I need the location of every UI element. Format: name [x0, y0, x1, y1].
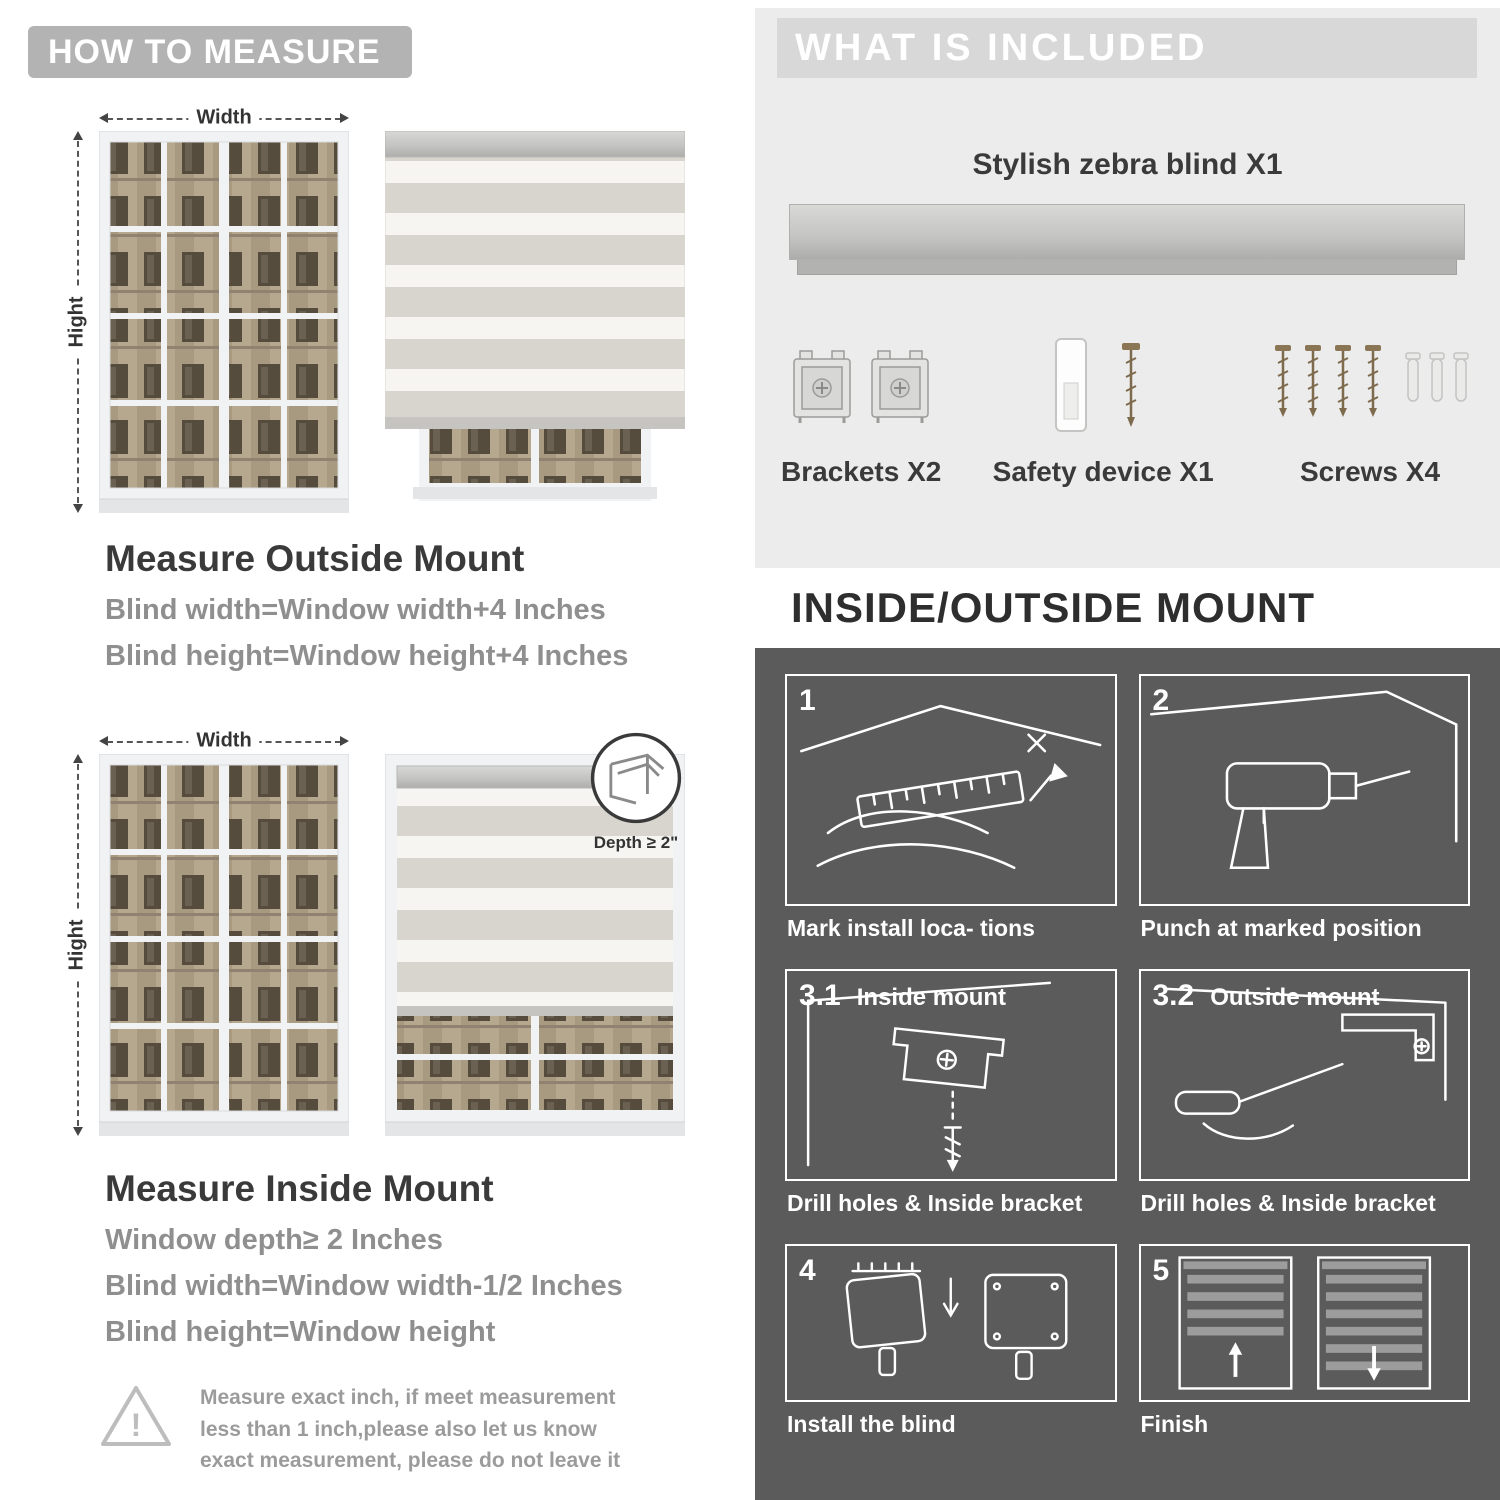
inside-mount-rule-height: Blind height=Window height [105, 1316, 496, 1348]
step-number: 1 [799, 684, 816, 717]
how-to-measure-banner: HOW TO MEASURE [28, 26, 412, 78]
inside-mount-title: Measure Inside Mount [105, 1168, 494, 1209]
included-items-row: Brackets X2 Safety device X1 [781, 326, 1475, 488]
arrow-up-icon [73, 754, 83, 763]
mount-step-2: 2 Punch at marked position [1138, 674, 1470, 945]
svg-text:!: ! [131, 1407, 142, 1443]
safety-device-icon [993, 326, 1214, 448]
inside-mount-illustration: Width Hight [55, 728, 685, 1136]
included-item-safety-device: Safety device X1 [993, 326, 1214, 488]
arrow-right-icon [340, 113, 349, 123]
mount-step-1: 1 Mark instal [785, 674, 1117, 945]
measure-warning: ! Measure exact inch, if meet measuremen… [98, 1382, 668, 1477]
what-is-included-section: WHAT IS INCLUDED Stylish zebra blind X1 [755, 8, 1500, 568]
step-title: Outside mount [1210, 984, 1380, 1011]
mount-steps-grid: 1 Mark instal [755, 648, 1500, 1500]
arrow-left-icon [99, 113, 108, 123]
step-caption: Drill holes & Inside bracket [1140, 1190, 1436, 1216]
step-caption: Install the blind [787, 1411, 956, 1437]
arrow-down-icon [73, 504, 83, 513]
height-label: Hight [65, 911, 89, 979]
width-label: Width [188, 729, 260, 753]
headrail-graphic [789, 204, 1465, 275]
finish-blinds-art [1177, 1256, 1431, 1390]
included-item-brackets: Brackets X2 [781, 326, 941, 488]
mount-step-3-2: 3.2 Outside mount [1138, 969, 1470, 1220]
width-dimension-outside: Width [99, 105, 349, 131]
drill-art [1149, 690, 1457, 870]
depth-label: Depth ≥ 2" [593, 833, 679, 852]
step-title: Inside mount [856, 984, 1007, 1011]
inside-outside-mount-header: INSIDE/OUTSIDE MOUNT [755, 568, 1500, 648]
inside-mount-rule-width: Blind width=Window width-1/2 Inches [105, 1270, 623, 1302]
depth-callout: Depth ≥ 2" [578, 730, 694, 853]
inside-bracket-art [806, 981, 1052, 1172]
mark-locations-art [800, 704, 1102, 870]
height-dimension-outside: Hight [55, 131, 99, 513]
warning-triangle-icon: ! [101, 1386, 171, 1446]
mount-step-5: 5 [1138, 1244, 1470, 1441]
step-number: 5 [1152, 1254, 1170, 1287]
window-graphic [99, 754, 349, 1136]
mount-step-3-1: 3.1 Inside mount [785, 969, 1117, 1220]
step-caption: Drill holes & Inside bracket [787, 1190, 1083, 1216]
screws-icon [1265, 326, 1475, 448]
outside-mount-title: Measure Outside Mount [105, 538, 525, 579]
outside-mount-rule-height: Blind height=Window height+4 Inches [105, 640, 629, 672]
outside-mount-rule-width: Blind width=Window width+4 Inches [105, 594, 606, 626]
safety-device-label: Safety device X1 [992, 456, 1214, 487]
how-to-measure-section: HOW TO MEASURE Width Hight [28, 26, 694, 1477]
blind-item-label: Stylish zebra blind X1 [972, 148, 1283, 181]
step-caption: Mark install loca- tions [787, 915, 1035, 941]
right-column: WHAT IS INCLUDED Stylish zebra blind X1 [755, 0, 1500, 1500]
step-number: 3.2 [1152, 979, 1195, 1012]
width-dimension-inside: Width [99, 728, 349, 754]
install-blind-art [845, 1262, 1068, 1381]
step-number: 4 [799, 1254, 816, 1287]
arrow-left-icon [99, 736, 108, 746]
window-with-dimensions-inside: Width Hight [55, 728, 365, 1136]
window-with-dimensions-outside: Width Hight [55, 105, 365, 513]
arrow-right-icon [340, 736, 349, 746]
brackets-icon [781, 326, 941, 448]
width-label: Width [188, 106, 260, 130]
included-item-screws: Screws X4 [1265, 326, 1475, 488]
outside-bracket-art [1164, 987, 1447, 1140]
warning-text: Measure exact inch, if meet measurement … [200, 1386, 621, 1472]
what-is-included-header: WHAT IS INCLUDED [777, 18, 1477, 78]
step-number: 2 [1152, 684, 1170, 717]
height-dimension-inside: Hight [55, 754, 99, 1136]
zebra-blind-graphic-outside [385, 131, 685, 501]
window-graphic [99, 131, 349, 513]
depth-magnifier-icon [590, 732, 682, 824]
step-caption: Finish [1140, 1411, 1209, 1437]
height-label: Hight [65, 288, 89, 356]
inside-mount-rule-depth: Window depth≥ 2 Inches [105, 1224, 443, 1256]
arrow-up-icon [73, 131, 83, 140]
mount-step-4: 4 Install the blind [785, 1244, 1117, 1441]
outside-mount-illustration: Width Hight [55, 105, 685, 513]
step-number: 3.1 [799, 979, 841, 1012]
step-caption: Punch at marked position [1140, 915, 1422, 941]
brackets-label: Brackets X2 [781, 456, 942, 487]
screws-label: Screws X4 [1299, 456, 1441, 487]
arrow-down-icon [73, 1127, 83, 1136]
